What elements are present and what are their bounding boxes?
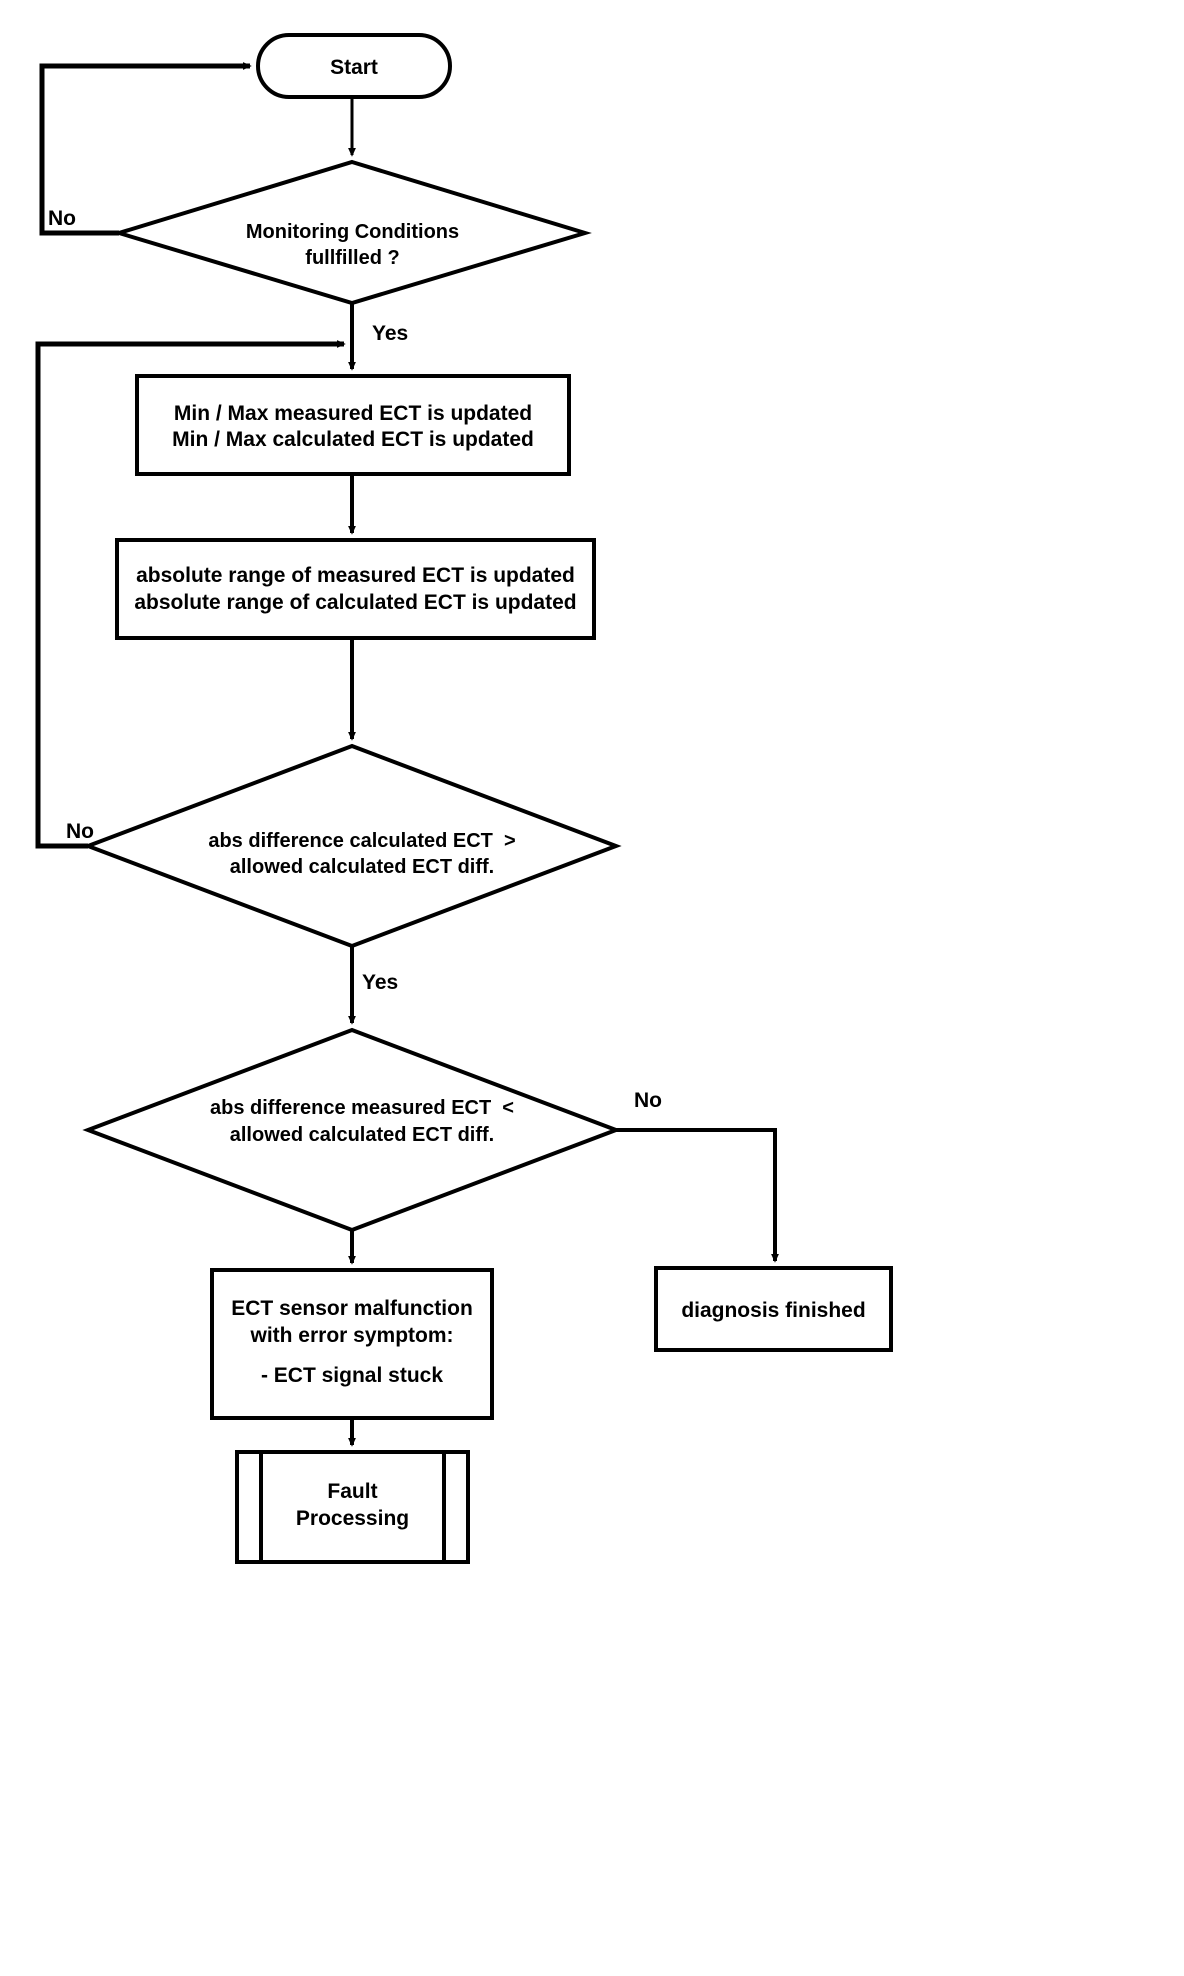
shape-monitoring-conditions-decision bbox=[112, 159, 592, 306]
shape-absolute-range-update-process bbox=[115, 538, 596, 640]
edge-label-meas-diff-no: No bbox=[634, 1089, 662, 1112]
connector-monitoring-no-loop-to-start bbox=[39, 62, 252, 236]
shape-ect-sensor-malfunction-process bbox=[210, 1268, 494, 1420]
shape-start-terminator bbox=[256, 33, 452, 99]
edge-label-calc-diff-no: No bbox=[66, 820, 94, 843]
edge-label-calc-diff-yes: Yes bbox=[362, 971, 399, 994]
shape-abs-diff-calculated-decision bbox=[82, 743, 622, 949]
connector-calc-diff-no-loop-to-minmax bbox=[35, 340, 346, 849]
edge-label-monitoring-no: No bbox=[48, 207, 76, 230]
shape-fault-processing-subroutine bbox=[235, 1450, 470, 1564]
connector-meas-diff-no-to-diagnosis-finished bbox=[616, 1128, 779, 1263]
shape-abs-diff-measured-decision bbox=[82, 1027, 622, 1233]
shape-diagnosis-finished-process bbox=[654, 1266, 893, 1352]
shape-minmax-update-process bbox=[135, 374, 571, 476]
edge-label-monitoring-yes: Yes bbox=[372, 322, 409, 345]
